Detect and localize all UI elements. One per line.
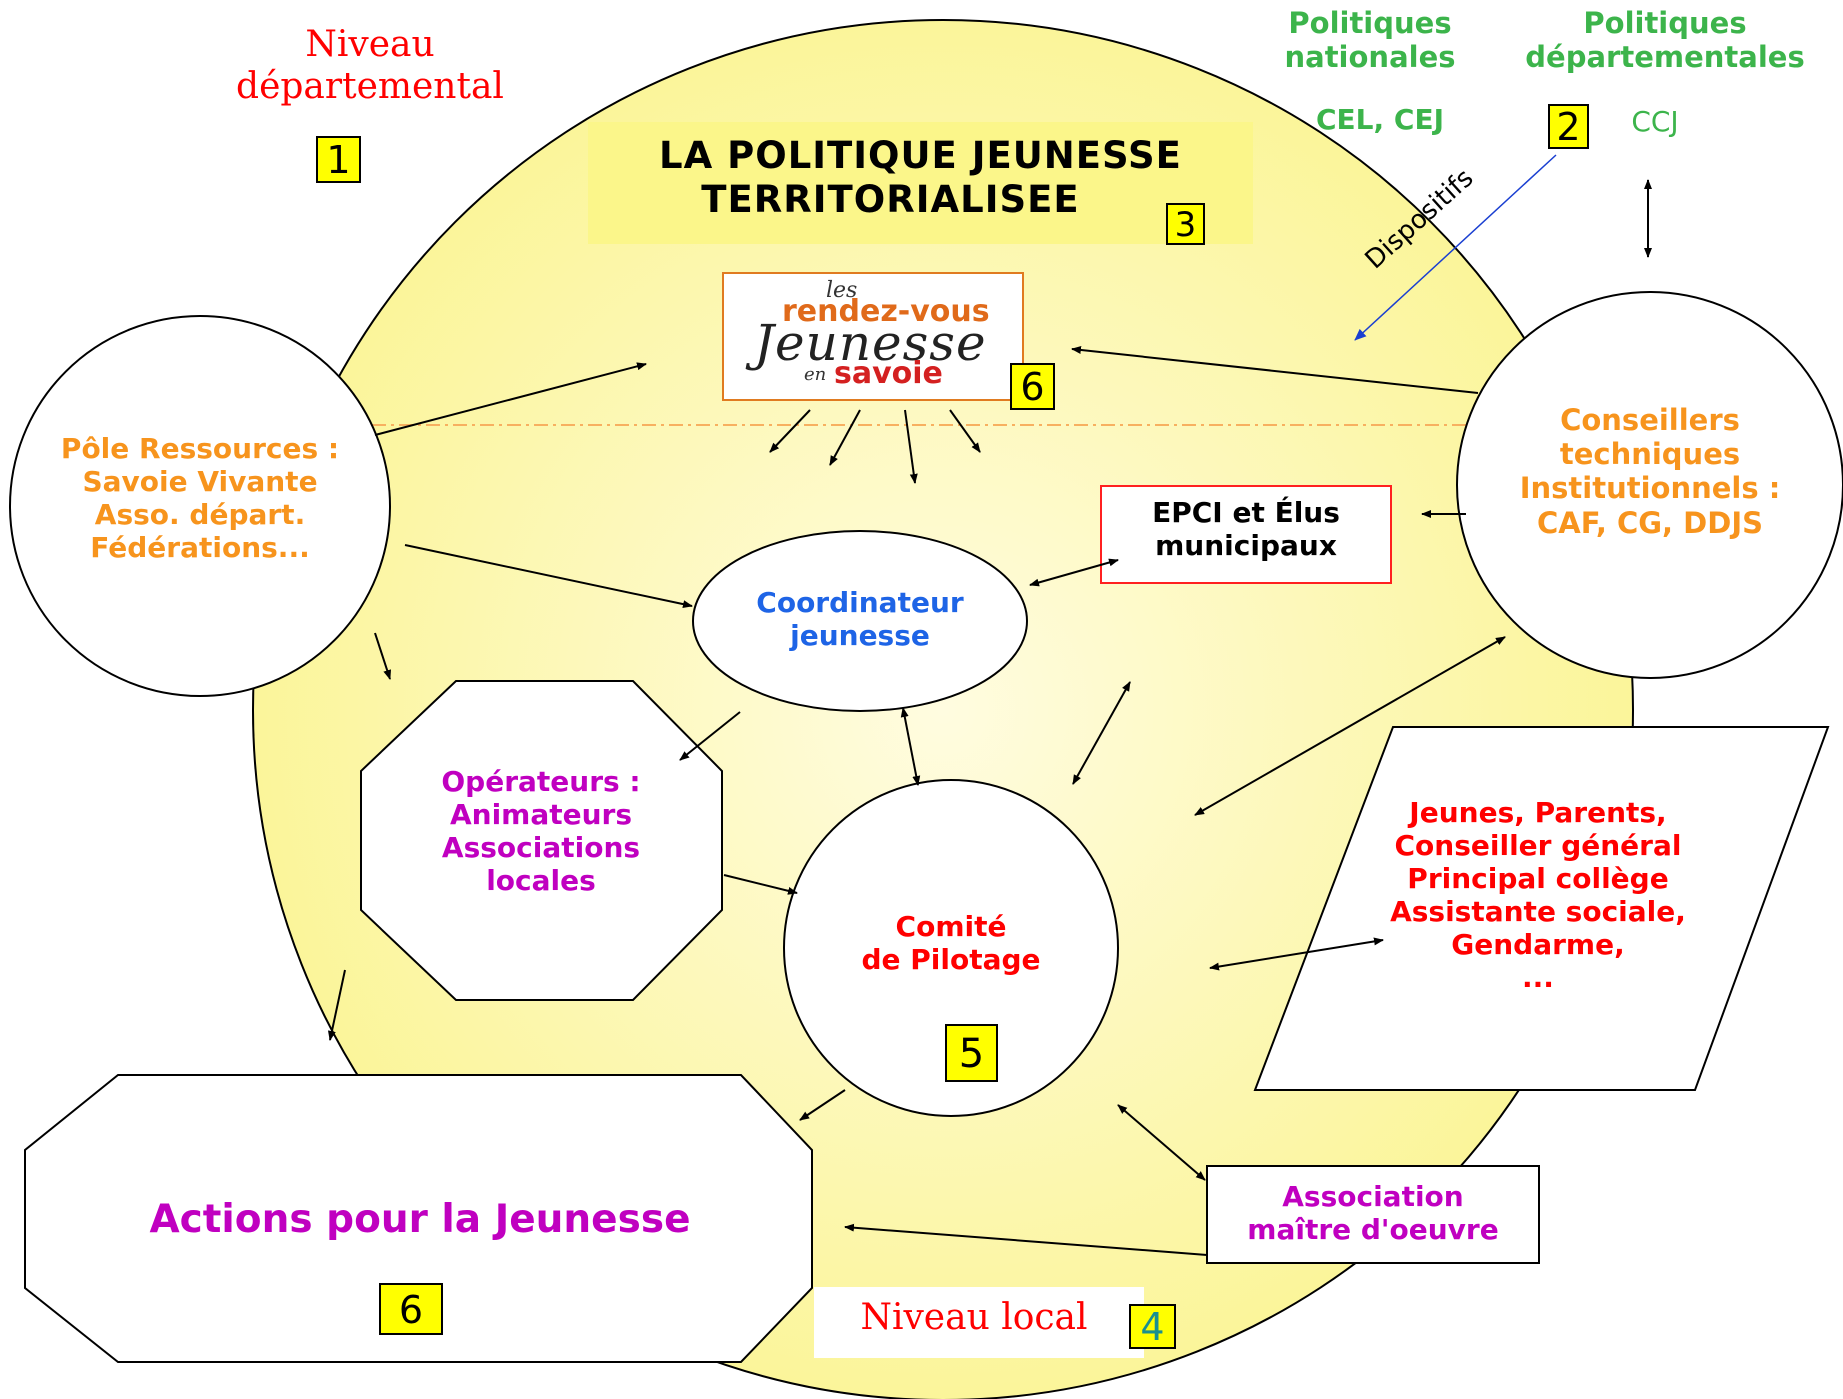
badge-5: 5 [945, 1024, 998, 1082]
arrow-conseillers-to-logo [1071, 345, 1479, 394]
badge-6-logo: 6 [1010, 363, 1055, 410]
association-line1: Association [1282, 1180, 1464, 1213]
page-title-line1: LA POLITIQUE JEUNESSE [659, 134, 1182, 177]
pole-ressources-label: Pôle Ressources : Savoie Vivante Asso. d… [20, 432, 380, 564]
operateurs-line3: Associations [441, 831, 641, 865]
arrow-conseillers-comite [1194, 636, 1506, 816]
operateurs-line2: Animateurs [449, 798, 633, 832]
arrow-pole-to-actions [327, 969, 346, 1041]
conseillers-node [1456, 291, 1843, 679]
operateurs-node [360, 680, 723, 1001]
politiques-departementales-line1: Politiques [1583, 6, 1747, 40]
epci-node [1100, 485, 1392, 584]
rendez-vous-jeunesse-logo: les rendez-vous Jeunesse en savoie [722, 272, 1024, 401]
actions-label: Actions pour la Jeunesse [149, 1197, 691, 1242]
badge-2: 2 [1548, 104, 1589, 149]
politiques-departementales-label: Politiques départementales [1495, 6, 1835, 74]
arrow-logo-down-4 [949, 409, 981, 453]
comite-node [783, 779, 1119, 1117]
page-title: LA POLITIQUE JEUNESSE TERRITORIALISEE [588, 134, 1253, 221]
arrow-coordinateur-comite [900, 707, 921, 786]
arrow-logo-down-2 [829, 409, 861, 466]
logo-les: les [826, 278, 858, 303]
comite-line1: Comité [895, 910, 1007, 943]
pole-ressources-line1: Pôle Ressources : [60, 432, 340, 465]
association-node [1206, 1165, 1540, 1264]
pole-ressources-node [9, 315, 391, 697]
badge-1: 1 [316, 136, 361, 183]
arrow-association-to-actions [844, 1223, 1208, 1256]
pole-ressources-line3: Asso. départ. [94, 498, 306, 532]
partenaires-line6: ... [1522, 961, 1554, 995]
arrow-comite-epci [1072, 681, 1131, 785]
partenaires-label: Jeunes, Parents, Conseiller général Prin… [1338, 796, 1738, 994]
logo-jeunesse: Jeunesse [754, 314, 987, 372]
coordinateur-node [692, 530, 1028, 712]
coordinateur-line2: jeunesse [790, 619, 930, 653]
conseillers-line3: Institutionnels : [1519, 471, 1781, 506]
epci-line2: municipaux [1155, 529, 1337, 563]
arrow-logo-down-1 [769, 409, 811, 453]
cel-cej-label: CEL, CEJ [1316, 103, 1444, 136]
ccj-label: CCJ [1631, 105, 1679, 138]
logo-rendez-vous: rendez-vous [782, 294, 990, 329]
comite-label: Comité de Pilotage [784, 910, 1118, 976]
partenaires-line2: Conseiller général [1394, 829, 1682, 863]
arrow-comite-association [1117, 1104, 1206, 1181]
epci-label: EPCI et Élus municipaux [1101, 496, 1391, 562]
arrow-coordinateur-to-operateurs [679, 711, 741, 761]
niveau-local-box [814, 1287, 1144, 1358]
badge-4: 4 [1129, 1304, 1176, 1349]
title-band [588, 122, 1253, 244]
coordinateur-label: Coordinateur jeunesse [693, 586, 1027, 652]
conseillers-line1: Conseillers [1560, 403, 1740, 437]
niveau-local-label: Niveau local [860, 1297, 1088, 1338]
actions-node [24, 1074, 813, 1363]
arrow-logo-down-3 [904, 409, 918, 484]
arrow-pole-to-operateurs [374, 632, 392, 680]
association-line2: maître d'oeuvre [1247, 1213, 1499, 1247]
arrow-comite-to-actions [799, 1089, 846, 1121]
badge-6-actions: 6 [379, 1283, 443, 1335]
conseillers-line4: CAF, CG, DDJS [1536, 505, 1763, 540]
niveau-departemental-label: Niveau départemental [220, 24, 520, 109]
epci-line1: EPCI et Élus [1152, 496, 1340, 529]
arrow-pole-to-logo [374, 362, 647, 436]
niveau-departemental-line2: départemental [236, 66, 504, 108]
arrow-operateurs-to-comite [723, 874, 798, 895]
politiques-nationales-line1: Politiques [1288, 6, 1452, 40]
partenaires-line5: Gendarme, [1451, 928, 1625, 962]
logo-en: en [804, 364, 827, 385]
arrow-comite-partenaires [1209, 937, 1384, 971]
partenaires-line3: Principal collège [1407, 862, 1669, 896]
operateurs-line1: Opérateurs : [441, 765, 641, 798]
conseillers-label: Conseillers techniques Institutionnels :… [1490, 403, 1810, 540]
badge-3: 3 [1166, 203, 1205, 245]
operateurs-label: Opérateurs : Animateurs Associations loc… [381, 765, 701, 897]
pole-ressources-line4: Fédérations... [90, 531, 310, 565]
arrow-epci-coordinateur [1029, 558, 1119, 587]
page-title-line2: TERRITORIALISEE [701, 177, 1080, 221]
niveau-departemental-line1: Niveau [305, 24, 435, 65]
politiques-departementales-line2: départementales [1525, 40, 1805, 75]
politiques-nationales-label: Politiques nationales [1245, 6, 1495, 74]
operateurs-line4: locales [486, 864, 596, 898]
logo-savoie: savoie [834, 356, 943, 391]
association-label: Association maître d'oeuvre [1207, 1180, 1539, 1246]
comite-line2: de Pilotage [861, 943, 1041, 977]
coordinateur-line1: Coordinateur [756, 586, 964, 619]
partenaires-line4: Assistante sociale, [1390, 895, 1686, 929]
pole-ressources-line2: Savoie Vivante [82, 465, 318, 499]
conseillers-line2: techniques [1559, 437, 1741, 472]
arrow-dispositifs [1354, 154, 1557, 341]
arrow-pole-to-coordinateur [404, 544, 693, 609]
partenaires-line1: Jeunes, Parents, [1409, 796, 1667, 829]
politiques-nationales-line2: nationales [1284, 40, 1456, 75]
